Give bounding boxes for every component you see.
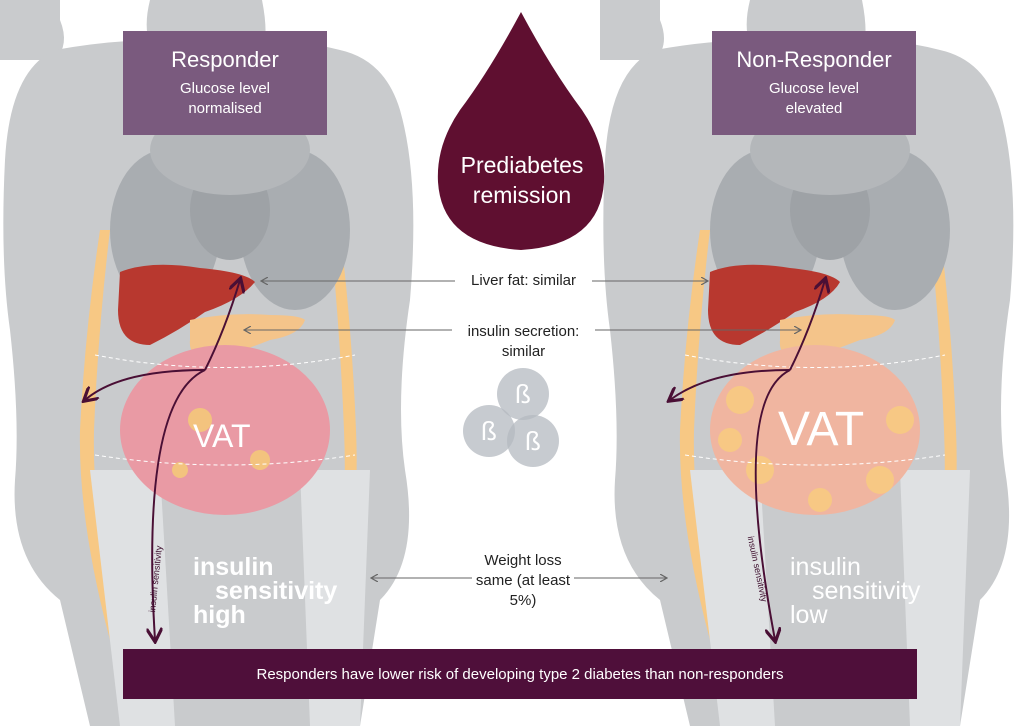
responder-vat: VAT [193,418,251,454]
responder-box: Responder Glucose level normalised [123,31,327,135]
responder-sensitivity-3: high [193,601,246,629]
responder-subtitle: Glucose level normalised [179,80,271,117]
non-responder-subtitle: Glucose level elevated [768,80,860,117]
bottom-banner: Responders have lower risk of developing… [123,649,917,699]
non-responder-sensitivity-1: insulin [790,553,861,581]
non-responder-body [600,0,1014,726]
prediabetes-drop [437,12,605,250]
responder-body [0,0,414,726]
insulin-secretion-label: insulin secretion: similar [452,322,595,362]
responder-sensitivity-2: sensitivity [215,577,338,605]
responder-sensitivity-1: insulin [193,553,274,581]
non-responder-vat: VAT [778,403,865,456]
drop-text: Prediabetes remission [460,152,584,208]
weight-loss-label: Weight loss same (at least 5%) [472,551,574,611]
non-responder-sensitivity-3: low [790,601,828,629]
responder-title: Responder [171,47,279,72]
non-responder-title: Non-Responder [736,47,892,72]
non-responder-sensitivity-2: sensitivity [812,577,921,605]
non-responder-box: Non-Responder Glucose level elevated [712,31,916,135]
beta-cell: ß [507,415,559,467]
liver-fat-label: Liver fat: similar [455,271,592,291]
beta-cell: ß [463,405,515,457]
